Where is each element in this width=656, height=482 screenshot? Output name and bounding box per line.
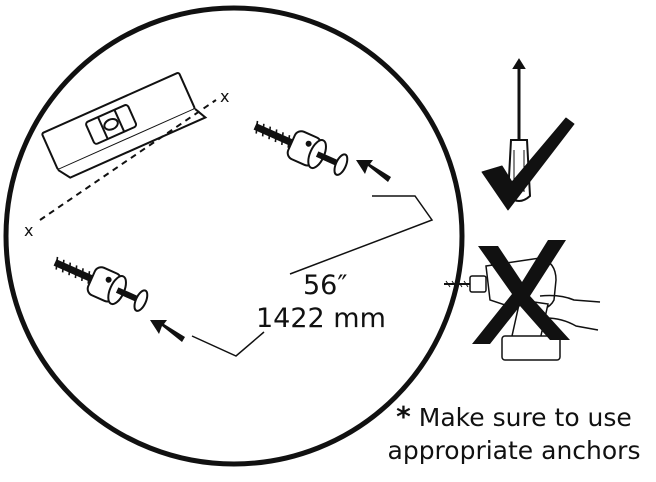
dimension-leader-lower xyxy=(191,331,265,357)
bubble-level-icon xyxy=(41,72,208,179)
note-text-1: Make sure to use xyxy=(418,403,632,432)
arrow-lower-icon xyxy=(150,320,185,342)
level-mark-left: x xyxy=(24,221,33,240)
x-mark-icon xyxy=(472,240,570,344)
measurement-imperial: 56″ xyxy=(303,270,347,301)
note-line-1: * Make sure to use xyxy=(372,400,656,434)
note-line-2: appropriate anchors xyxy=(387,436,641,465)
anchor-lower-icon xyxy=(53,256,149,312)
check-icon xyxy=(481,117,575,211)
anchor-note: * Make sure to use appropriate anchors xyxy=(372,400,656,467)
level-guide-line xyxy=(39,99,217,221)
power-drill-icon xyxy=(444,257,601,361)
dimension-leader-upper xyxy=(289,195,434,275)
detail-circle xyxy=(3,5,465,467)
anchor-upper-icon xyxy=(253,120,349,176)
arrow-upper-icon xyxy=(356,160,391,182)
level-mark-right: x xyxy=(220,87,229,106)
measurement-metric: 1422 mm xyxy=(256,303,386,334)
note-asterisk: * xyxy=(396,400,411,433)
